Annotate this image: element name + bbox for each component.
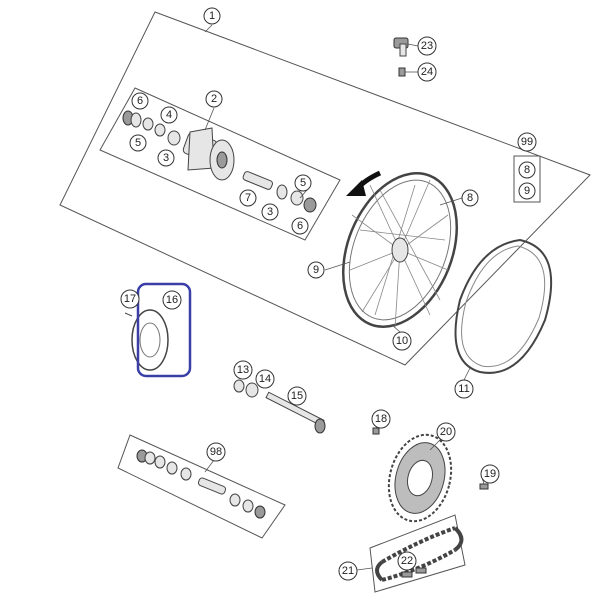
svg-text:98: 98 — [210, 446, 222, 458]
callout-6a: 6 — [131, 92, 149, 110]
hub-parts — [122, 110, 317, 213]
callout-10: 10 — [392, 331, 412, 351]
svg-text:15: 15 — [291, 390, 303, 402]
svg-text:9: 9 — [313, 264, 319, 276]
callout-14: 14 — [255, 369, 275, 389]
svg-text:14: 14 — [259, 373, 271, 385]
callout-18: 18 — [371, 409, 391, 429]
callout-1: 1 — [203, 7, 221, 25]
svg-text:20: 20 — [440, 426, 452, 438]
svg-text:99: 99 — [521, 136, 533, 148]
svg-text:18: 18 — [375, 413, 387, 425]
svg-text:5: 5 — [300, 177, 306, 189]
callout-13: 13 — [233, 360, 253, 380]
callout-15: 15 — [287, 386, 307, 406]
hub-subframe — [99, 87, 341, 241]
svg-text:1: 1 — [209, 10, 215, 22]
svg-text:13: 13 — [237, 364, 249, 376]
callout-20: 20 — [436, 422, 456, 442]
rim-band — [454, 238, 553, 374]
axle-parts — [233, 379, 326, 434]
highlight-box — [136, 282, 192, 378]
svg-text:3: 3 — [267, 206, 273, 218]
svg-text:17: 17 — [124, 293, 136, 305]
callout-22: 22 — [397, 551, 417, 571]
callout-7: 7 — [239, 189, 257, 207]
callout-21: 21 — [338, 561, 358, 581]
callout-2: 2 — [205, 90, 223, 108]
callout-99: 99 — [517, 132, 537, 152]
svg-text:23: 23 — [421, 40, 433, 52]
callout-6b: 6 — [291, 217, 309, 235]
wheel-rim — [341, 172, 459, 329]
rotation-arrowhead — [346, 180, 366, 196]
callout-4: 4 — [160, 106, 178, 124]
svg-text:6: 6 — [137, 95, 143, 107]
svg-text:8: 8 — [467, 192, 473, 204]
svg-text:16: 16 — [166, 294, 178, 306]
callout-11: 11 — [454, 379, 474, 399]
svg-text:9: 9 — [524, 185, 530, 197]
callout-19: 19 — [480, 464, 500, 484]
svg-text:24: 24 — [421, 66, 433, 78]
svg-text:11: 11 — [458, 383, 469, 395]
svg-text:10: 10 — [396, 335, 408, 347]
kit-99-box — [513, 155, 541, 203]
svg-text:5: 5 — [135, 137, 141, 149]
callout-17: 17 — [120, 289, 140, 309]
brake-disc — [124, 309, 169, 371]
spacer-kit-frame — [117, 434, 286, 539]
svg-text:6: 6 — [297, 220, 303, 232]
callout-99-9: 9 — [518, 182, 536, 200]
svg-text:22: 22 — [401, 555, 413, 567]
svg-text:8: 8 — [524, 164, 530, 176]
svg-text:2: 2 — [211, 93, 217, 105]
svg-text:4: 4 — [166, 109, 172, 121]
callout-9: 9 — [307, 261, 325, 279]
svg-text:7: 7 — [245, 192, 251, 204]
callout-8: 8 — [461, 189, 479, 207]
spacer-kit-parts — [136, 449, 266, 519]
callout-3a: 3 — [157, 149, 175, 167]
callout-3b: 3 — [261, 203, 279, 221]
svg-text:3: 3 — [163, 152, 169, 164]
callout-23: 23 — [417, 36, 437, 56]
callout-5b: 5 — [294, 174, 312, 192]
callout-16: 16 — [162, 290, 182, 310]
callout-99-8: 8 — [518, 161, 536, 179]
leader-lines — [204, 24, 485, 571]
chain-kit-frame — [369, 514, 466, 593]
callout-24: 24 — [417, 62, 437, 82]
svg-text:19: 19 — [484, 468, 496, 480]
svg-text:21: 21 — [342, 565, 354, 577]
callout-5a: 5 — [129, 134, 147, 152]
callout-98: 98 — [206, 442, 226, 462]
sprocket — [372, 427, 489, 523]
wheel-assembly-frame — [59, 11, 591, 366]
chain — [375, 526, 464, 582]
valve-parts — [393, 37, 409, 77]
